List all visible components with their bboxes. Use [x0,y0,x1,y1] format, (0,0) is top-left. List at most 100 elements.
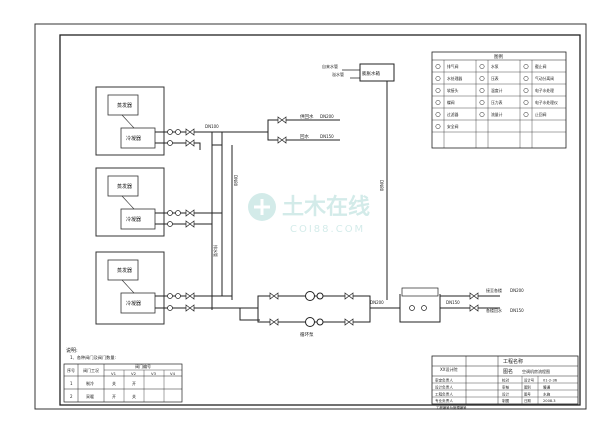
outer-border [34,23,587,410]
legend-item-label: 温度计 [491,88,503,93]
legend-item-label: 蝶阀 [447,100,455,105]
watermark: 土木在线 COI88.COM [248,193,370,235]
chiller-unit-2: 蒸发器 冷凝器 [95,167,165,237]
notes-header-valve: 阀门编号 [135,363,151,369]
title-row1-value: 01-2-36 [543,379,558,383]
safety-valve-icon [435,124,441,129]
condenser-label-2: 冷凝器 [126,216,141,223]
label-dn200-top: DN200 [320,114,334,119]
notes-row1-v1: 关 [112,380,116,386]
notes-sub-v2: V2 [131,371,137,376]
legend-item-label: 电子水处理仪 [535,100,558,105]
condenser-label-1: 冷凝器 [126,135,141,142]
legend-item-label: 截止阀 [535,64,547,69]
label-dn100-branch: DN100 [205,124,219,129]
label-to-building: 接至各楼 [486,287,502,293]
flexible-joint-icon [435,88,441,93]
watermark-brand: 土木在线 [282,194,370,220]
pump-group-label: 循环泵 [300,331,314,338]
title-row4-role: 专业负责人 [435,398,453,403]
notes-row2-v1: 开 [112,394,116,399]
legend-item-label: 安全阀 [447,124,459,129]
legend-item-label: 止回阀 [535,112,547,117]
title-row2-field: 图别 [524,385,531,390]
check-valve-icon [523,112,529,117]
watermark-logo-icon [248,193,276,221]
legend-items: 排气阀水泵截止阀水处理器压表气动分离阀软接头温度计电子水处理蝶阀压力表电子水处理… [435,64,558,129]
label-riser-vertical: DN80 [233,175,238,187]
expansion-tank: 膨胀水箱 自来水管 溢水管 [322,63,395,300]
notes-title: 说明: [66,347,78,354]
notes-row2-no: 2 [70,394,73,399]
notes-header-mode: 阀门工况 [83,367,99,373]
electronic-device-icon [523,100,529,105]
electronic-treatment-icon [523,88,529,93]
label-dn150-top: DN150 [320,134,334,139]
legend-item-label: 压表 [491,76,499,81]
title-block: XX设计院 工程名称 图名 空调机房流程图 审定负责人 校对 设计号 01-2-… [431,355,579,405]
butterfly-valve-icon [435,100,441,105]
notes-sub-v1: V1 [111,371,117,376]
flowmeter-icon [479,112,485,117]
title-row2-role: 设计负责人 [435,385,453,390]
title-row1-sign: 校对 [502,378,510,383]
title-footer: 工程编号为管理编号 [436,405,467,410]
globe-valve-icon [523,64,529,69]
title-row3-field: 图号 [524,392,531,397]
legend-item-label: 压力表 [491,100,503,105]
label-riser-vertical-2: 排水管 [213,245,219,257]
drawing-frame [59,34,581,406]
title-row4-sign: 制图 [502,398,510,403]
title-company: XX设计院 [440,366,457,372]
notes-sub-v3: V3 [151,371,157,376]
legend-item-label: 电子水处理 [535,88,554,93]
label-dn200-pumps: DN200 [370,300,384,305]
title-row4-value: 2008.3 [543,399,556,403]
evaporator-label-2: 蒸发器 [117,183,132,190]
legend-item-label: 水处理器 [447,76,462,81]
evaporator-label-1: 蒸发器 [117,102,132,109]
notes-row2-v2: 关 [132,393,136,399]
branch-fittings [167,116,287,312]
thermometer-icon [479,88,485,93]
label-return-main: 回水 [300,133,309,140]
chiller-piping [155,119,340,321]
legend-item-label: 气动分离阀 [535,76,554,81]
pump-icon [479,64,485,69]
title-row3-sign: 设计 [502,392,510,397]
evaporator-label-3: 蒸发器 [117,267,132,274]
title-drawing-label: 图名 [503,368,513,375]
title-row2-value: 暖通 [543,385,551,390]
condenser-label-3: 冷凝器 [126,300,141,307]
notes-line1: 1、各种阀门及阀门数量: [70,354,116,361]
legend-item-label: 过滤器 [447,112,459,117]
filter-icon [435,112,441,117]
legend-item-label: 流量计 [491,112,503,117]
title-row1-field: 设计号 [524,378,535,383]
makeup-label: 自来水管 [322,63,338,69]
title-row4-field: 日期 [524,398,531,403]
label-from-building: 各楼回水 [486,307,502,313]
title-row1-role: 审定负责人 [435,378,453,383]
notes-row2-mode: 采暖 [86,393,94,399]
water-treatment-icon [435,76,441,81]
tank-label: 膨胀水箱 [362,70,380,77]
notes-row1-no: 1 [70,381,73,386]
label-tank-riser: DN80 [379,180,384,192]
pressure-gauge-icon [479,76,485,81]
title-project-label: 工程名称 [503,358,523,365]
chiller-unit-1: 蒸发器 冷凝器 [95,86,165,156]
pneumatic-valve-icon [523,76,529,81]
notes-block: 说明: 1、各种阀门及阀门数量: 序号 阀门工况 阀门编号 V1 V2 V3 V… [63,347,183,403]
manometer-icon [479,100,485,105]
label-dn200-right: DN200 [510,288,524,293]
legend-item-label: 排气阀 [447,64,459,69]
air-vent-icon [435,64,441,69]
chiller-unit-3: 蒸发器 冷凝器 [95,251,165,325]
title-row3-role: 工程负责人 [435,392,453,397]
label-supply-main: 供回水 [300,113,314,120]
title-drawing-name: 空调机房流程图 [522,368,550,374]
notes-sub-v4: V4 [170,371,176,376]
legend-item-label: 水泵 [491,64,499,69]
